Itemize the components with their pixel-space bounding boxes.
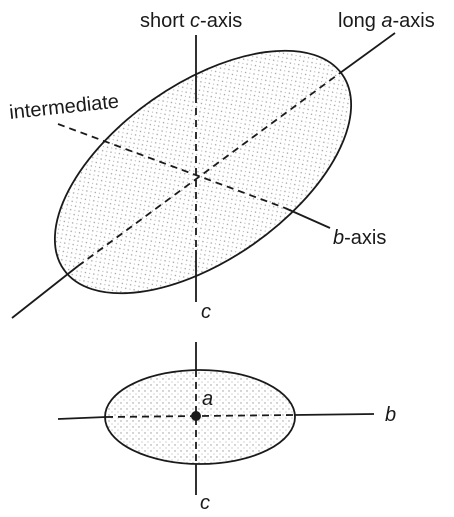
a-axis-line-lower xyxy=(11,265,79,319)
a-point-label: a xyxy=(202,388,213,410)
b-axis-line-inner xyxy=(57,123,286,209)
lower-b-axis-left xyxy=(57,416,107,420)
upper-ellipse xyxy=(53,49,353,295)
a-axis-line-upper xyxy=(339,32,396,74)
lower-b-label: b xyxy=(385,404,396,426)
a-axis-line-inner xyxy=(77,72,341,267)
upper-ellipse-figure: short c-axis long a-axis intermediate b-… xyxy=(8,10,435,323)
intermediate-label: intermediate xyxy=(8,91,120,124)
lower-ellipse-figure: a b c xyxy=(57,342,396,514)
lower-b-axis-inner xyxy=(105,414,295,418)
short-c-axis-label: short c-axis xyxy=(140,10,242,32)
b-axis-line-outer xyxy=(284,207,331,229)
long-a-axis-label: long a-axis xyxy=(338,10,435,32)
a-axis-point xyxy=(191,411,201,421)
b-axis-label: b-axis xyxy=(333,227,386,249)
lower-b-axis-right xyxy=(293,413,375,416)
c-bottom-label: c xyxy=(200,492,210,514)
c-top-label: c xyxy=(201,301,211,323)
